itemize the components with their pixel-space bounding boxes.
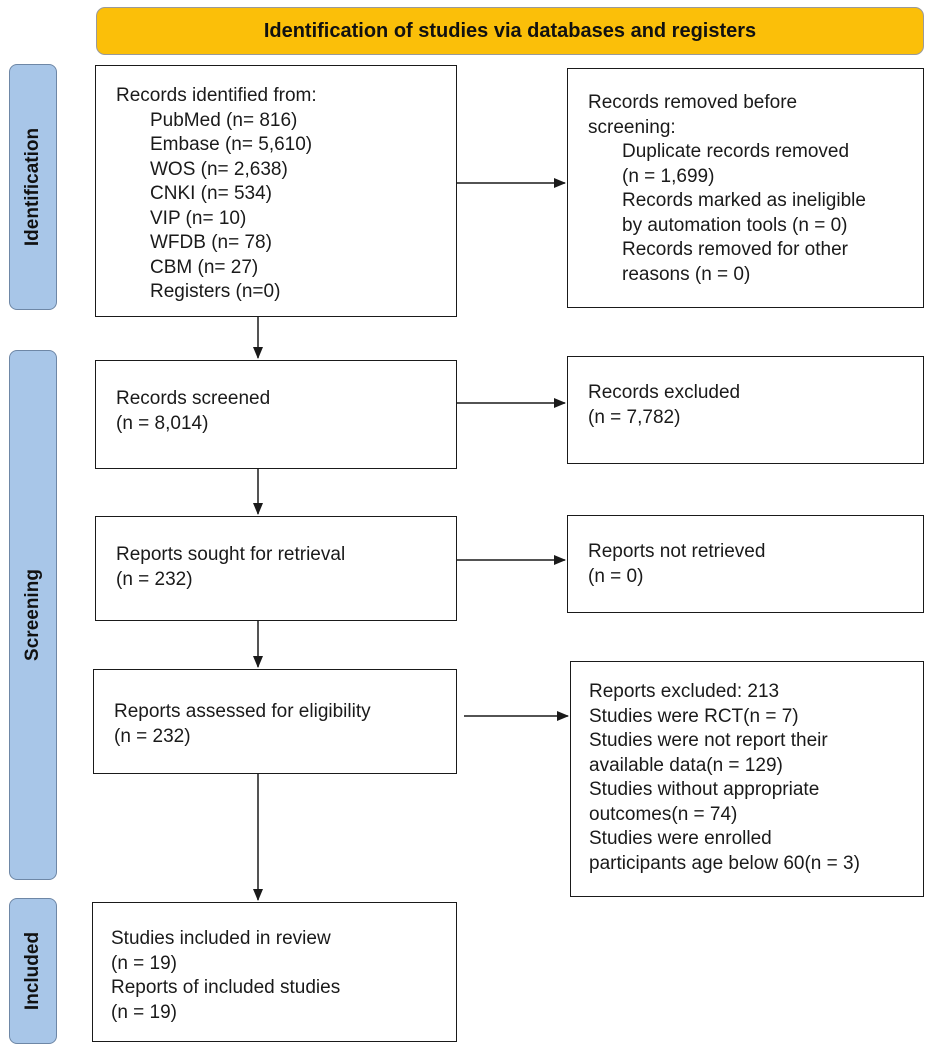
- reports-excluded-line: available data(n = 129): [589, 754, 783, 776]
- records-screened-box: Records screened (n = 8,014): [95, 360, 457, 469]
- records-excluded-box: Records excluded (n = 7,782): [567, 356, 924, 464]
- not-retrieved-line: Reports not retrieved: [588, 541, 766, 562]
- source-item: CBM (n= 27): [150, 256, 259, 278]
- reports-excluded-line: participants age below 60(n = 3): [589, 852, 860, 874]
- reports-not-retrieved-box: Reports not retrieved (n = 0): [567, 515, 924, 613]
- sought-line: Reports sought for retrieval: [116, 544, 346, 565]
- removed-title-line: screening:: [588, 116, 676, 138]
- reports-excluded-line: Studies were enrolled: [589, 828, 772, 849]
- records-identified-title: Records identified from:: [116, 85, 317, 106]
- reports-excluded-line: Studies without appropriate: [589, 779, 820, 800]
- reports-excluded-line: Studies were not report their: [589, 730, 828, 751]
- reports-excluded-box: Reports excluded: 213 Studies were RCT(n…: [570, 661, 924, 897]
- source-item: WOS (n= 2,638): [150, 158, 288, 180]
- screened-line: (n = 8,014): [116, 412, 209, 434]
- included-line: Reports of included studies: [111, 977, 341, 998]
- source-item: CNKI (n= 534): [150, 183, 272, 204]
- phase-screening: Screening: [9, 350, 57, 880]
- removed-item: reasons (n = 0): [622, 263, 751, 285]
- removed-item: (n = 1,699): [622, 165, 715, 187]
- records-removed-box: Records removed before screening: Duplic…: [567, 68, 924, 308]
- reports-assessed-box: Reports assessed for eligibility (n = 23…: [93, 669, 457, 774]
- removed-title-line: Records removed before: [588, 92, 798, 113]
- removed-item: by automation tools (n = 0): [622, 214, 848, 236]
- reports-sought-box: Reports sought for retrieval (n = 232): [95, 516, 457, 621]
- source-item: VIP (n= 10): [150, 207, 247, 229]
- phase-included: Included: [9, 898, 57, 1044]
- header-title: Identification of studies via databases …: [263, 19, 757, 42]
- removed-item: Records marked as ineligible: [622, 190, 866, 211]
- assessed-line: Reports assessed for eligibility: [114, 701, 371, 722]
- reports-excluded-line: outcomes(n = 74): [589, 803, 738, 825]
- excluded-line: (n = 7,782): [588, 406, 681, 428]
- removed-item: Records removed for other: [622, 239, 848, 260]
- studies-included-box: Studies included in review (n = 19) Repo…: [92, 902, 457, 1042]
- removed-item: Duplicate records removed: [622, 141, 850, 162]
- source-item: PubMed (n= 816): [150, 109, 298, 131]
- included-line: (n = 19): [111, 1001, 178, 1023]
- reports-excluded-line: Studies were RCT(n = 7): [589, 705, 799, 727]
- source-item: Registers (n=0): [150, 281, 281, 302]
- source-item: Embase (n= 5,610): [150, 134, 313, 155]
- assessed-line: (n = 232): [114, 725, 191, 747]
- included-line: (n = 19): [111, 952, 178, 974]
- source-item: WFDB (n= 78): [150, 232, 272, 253]
- reports-excluded-line: Reports excluded: 213: [589, 681, 780, 702]
- screened-line: Records screened: [116, 388, 271, 409]
- phase-identification: Identification: [9, 64, 57, 310]
- header-banner: Identification of studies via databases …: [96, 7, 924, 55]
- not-retrieved-line: (n = 0): [588, 565, 644, 587]
- sought-line: (n = 232): [116, 568, 193, 590]
- records-identified-box: Records identified from: PubMed (n= 816)…: [95, 65, 457, 317]
- excluded-line: Records excluded: [588, 382, 741, 403]
- included-line: Studies included in review: [111, 928, 331, 949]
